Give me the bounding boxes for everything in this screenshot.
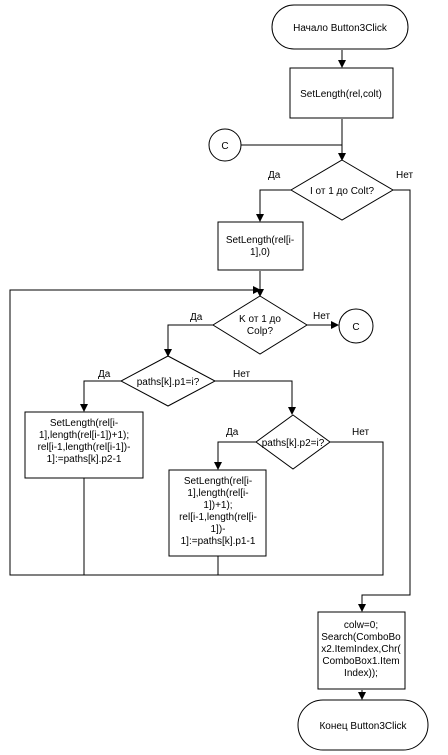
text-line: K от 1 до [239,314,281,325]
text-line: 1])- [211,524,226,535]
decision-p1-yes-label: Да [98,369,111,380]
text-line: colw=0; [344,620,378,631]
decision-p2-yes-label: Да [226,427,239,438]
connector-c-top-label: C [221,141,228,152]
text-line: I от 1 до Colt? [310,186,375,197]
text-line: 1]:=paths[k].p1-1 [181,536,256,547]
text-line: paths[k].p1=i? [137,377,200,388]
text-line: x2.ItemIndex,Chr( [321,644,401,655]
decision-i-yes-label: Да [268,170,281,181]
text-line: ComboBox1.Item [322,656,399,667]
process-left: SetLength(rel[i-1],length(rel[i-1])+1);r… [24,411,144,479]
end-terminal: Конец Button3Click [297,699,429,751]
text-line: Index)); [344,668,378,679]
text-line: SetLength(rel[i- [50,418,118,429]
connector-c-right: C [338,308,374,344]
decision-p2-label: paths[k].p2=i? [262,438,325,449]
connector-c-right-label: C [352,322,359,333]
setlength-rel-colt-label: SetLength(rel,colt) [300,89,382,100]
text-line: Colp? [247,326,274,337]
start-terminal: Начало Button3Click [271,4,409,50]
text-line: SetLength(rel[i- [184,476,252,487]
decision-p1: paths[k].p1=i? [119,355,217,407]
process-left-label: SetLength(rel[i-1],length(rel[i-1])+1);r… [38,418,131,465]
text-line: 1],0) [250,247,270,258]
process-mid: SetLength(rel[i-1],length(rel[i-1])+1);r… [168,469,267,557]
process-mid-label: SetLength(rel[i-1],length(rel[i-1])+1);r… [179,476,257,547]
text-line: paths[k].p2=i? [262,438,325,449]
connector-c-top: C [208,128,242,162]
decision-k-yes-label: Да [190,312,203,323]
connector-lines [9,50,411,700]
text-line: rel[i-1,length(rel[i-1])- [38,442,131,453]
decision-i-no-label: Нет [396,170,413,181]
decision-k-no-label: Нет [313,311,330,322]
setlength-rel-i-label: SetLength(rel[i-1],0) [226,235,294,258]
text-line: 1],length(rel[i- [187,488,248,499]
decision-i: I от 1 до Colt? [290,159,394,221]
text-line: rel[i-1,length(rel[i- [179,512,257,523]
process-setlength-rel-colt: SetLength(rel,colt) [289,67,394,119]
end-label: Конец Button3Click [319,721,407,732]
decision-p2-no-label: Нет [352,427,369,438]
text-line: 1],length(rel[i-1])+1); [39,430,129,441]
process-setlength-rel-i: SetLength(rel[i-1],0) [217,221,304,271]
text-line: 1]:=paths[k].p2-1 [47,454,122,465]
start-label: Начало Button3Click [293,23,388,34]
decision-p1-no-label: Нет [233,369,250,380]
text-line: 1])+1); [203,500,232,511]
decision-p1-label: paths[k].p1=i? [137,377,200,388]
text-line: Search(ComboBo [321,632,401,643]
text-line: SetLength(rel[i- [226,235,294,246]
decision-p2: paths[k].p2=i? [255,414,331,470]
decision-i-label: I от 1 до Colt? [310,186,375,197]
